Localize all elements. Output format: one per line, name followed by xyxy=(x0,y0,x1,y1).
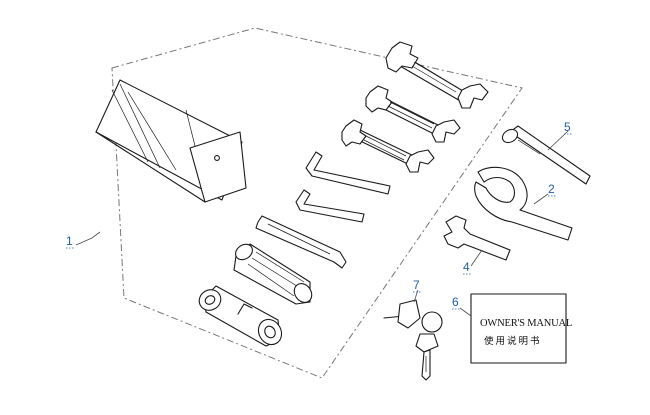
single-open-end-wrench xyxy=(443,215,511,261)
leader-6 xyxy=(459,307,472,317)
leader-1 xyxy=(75,231,101,246)
owners-manual xyxy=(470,293,567,364)
tommy-bar xyxy=(501,125,591,185)
leader-4 xyxy=(470,249,483,267)
box-spanner xyxy=(198,285,283,347)
open-end-wrench-small xyxy=(341,119,435,173)
tool-pouch xyxy=(95,79,247,203)
screwdriver-handle xyxy=(233,243,313,305)
callout-7[interactable]: 7 xyxy=(413,278,420,292)
manual-title: OWNER'S MANUAL xyxy=(480,318,572,329)
callout-2[interactable]: 2 xyxy=(548,182,555,196)
c-spanner xyxy=(473,166,573,241)
open-end-wrench-large xyxy=(385,41,489,109)
callout-1[interactable]: 1 xyxy=(66,234,73,248)
hex-key-small xyxy=(295,189,365,223)
manual-subtitle: 使用说明书 xyxy=(484,335,542,347)
ignition-keys xyxy=(383,299,443,381)
tool-kit-boundary xyxy=(111,27,523,379)
callout-6[interactable]: 6 xyxy=(452,295,459,309)
screwdriver-shaft xyxy=(255,215,347,269)
callout-5[interactable]: 5 xyxy=(564,120,571,134)
leader-2 xyxy=(533,193,549,205)
hex-key-large xyxy=(305,151,391,195)
open-end-wrench-medium xyxy=(365,85,461,143)
callout-4[interactable]: 4 xyxy=(463,260,470,274)
